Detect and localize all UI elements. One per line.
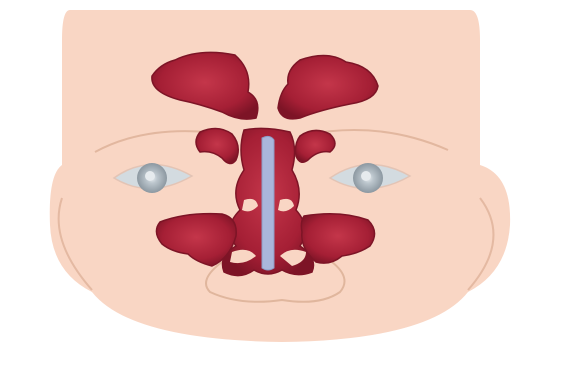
right-pupil-highlight — [361, 171, 371, 181]
left-pupil-highlight — [145, 171, 155, 181]
nasal-septum — [262, 136, 274, 270]
